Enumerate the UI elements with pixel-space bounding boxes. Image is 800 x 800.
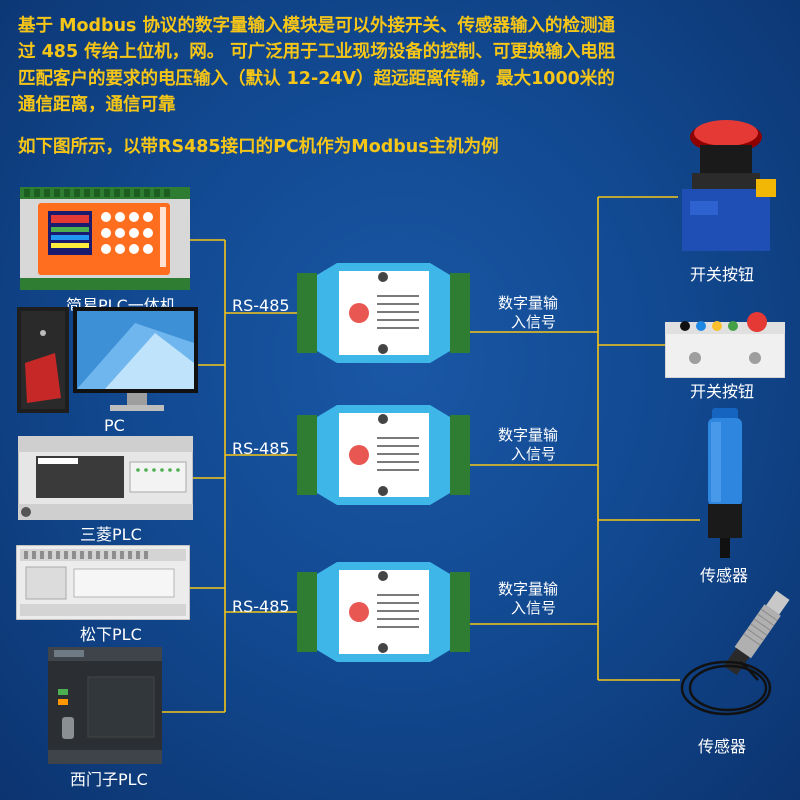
io-module-icon [297, 562, 470, 662]
desktop-computer-icon [17, 307, 198, 413]
siemens-plc-icon [48, 647, 162, 764]
intro-line-4: 通信距离，通信可靠 [18, 95, 176, 115]
io-module-icon [297, 405, 470, 505]
plc-touch-panel-icon [20, 187, 190, 290]
label-siemens-plc: 西门子PLC [70, 770, 148, 789]
label-panasonic-plc: 松下PLC [80, 625, 142, 644]
button-box-icon [665, 312, 785, 378]
mitsubishi-plc-icon [18, 436, 193, 520]
label-push-button: 开关按钮 [690, 265, 755, 284]
proximity-sensor-icon [680, 590, 790, 716]
intro-line-2: 过 485 传给上位机，网。 可广泛用于工业现场设备的控制、可更换输入电阻 [18, 42, 616, 62]
label-io-module-2-b: 入信号 [511, 445, 557, 463]
label-pc: PC [104, 416, 125, 435]
label-io-module-3-b: 入信号 [511, 599, 557, 617]
label-io-module-3-a: 数字量输 [498, 580, 559, 598]
intro-line-3: 匹配客户的要求的电压输入（默认 12-24V）超远距离传输，最大1000米的 [18, 69, 615, 89]
label-bus-module-2: RS-485 [232, 439, 290, 458]
label-photo-sensor: 传感器 [700, 566, 749, 585]
label-io-module-1-a: 数字量输 [498, 294, 559, 312]
intro-line-1: 基于 Modbus 协议的数字量输入模块是可以外接开关、传感器输入的检测通 [18, 16, 616, 36]
panasonic-plc-icon [16, 545, 190, 620]
io-module-icon [297, 263, 470, 363]
label-io-module-2-a: 数字量输 [498, 426, 559, 444]
label-bus-module-3: RS-485 [232, 597, 290, 616]
label-io-module-1-b: 入信号 [511, 313, 557, 331]
push-button-icon [682, 120, 776, 251]
photoelectric-sensor-icon [708, 408, 742, 558]
label-mitsubishi-plc: 三菱PLC [80, 525, 142, 544]
label-button-box: 开关按钮 [690, 382, 755, 401]
label-proximity-sensor: 传感器 [698, 737, 747, 756]
label-bus-module-1: RS-485 [232, 296, 290, 315]
example-heading: 如下图所示，以带RS485接口的PC机作为Modbus主机为例 [18, 137, 499, 157]
